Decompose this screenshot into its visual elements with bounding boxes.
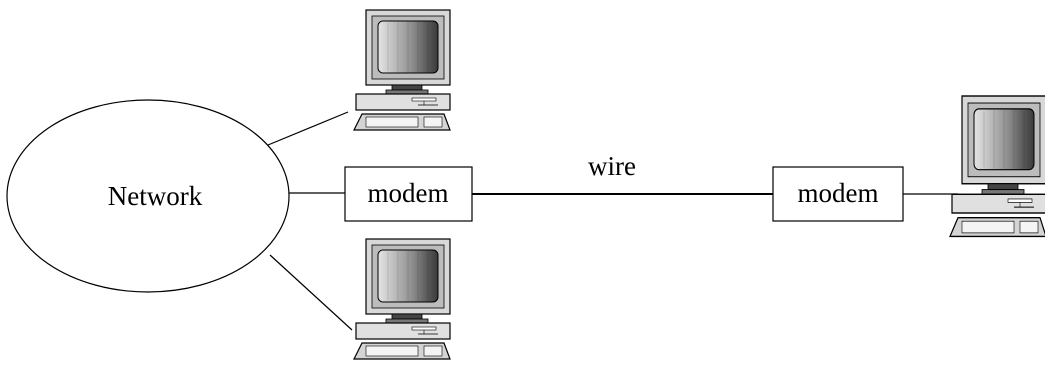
network-label: Network <box>108 181 203 211</box>
network-ellipse <box>6 99 290 293</box>
wire-label: wire <box>588 151 636 181</box>
link-network-top-pc <box>267 111 349 146</box>
desktop-computer-icon <box>353 238 451 360</box>
desktop-computer-icon <box>949 95 1045 238</box>
left-modem-box <box>344 166 473 222</box>
left-modem-label: modem <box>368 178 449 208</box>
desktop-computer-icon <box>353 9 451 131</box>
right-modem-label: modem <box>798 178 879 208</box>
link-network-bottom-pc <box>269 254 353 331</box>
right-modem-box <box>772 166 904 222</box>
